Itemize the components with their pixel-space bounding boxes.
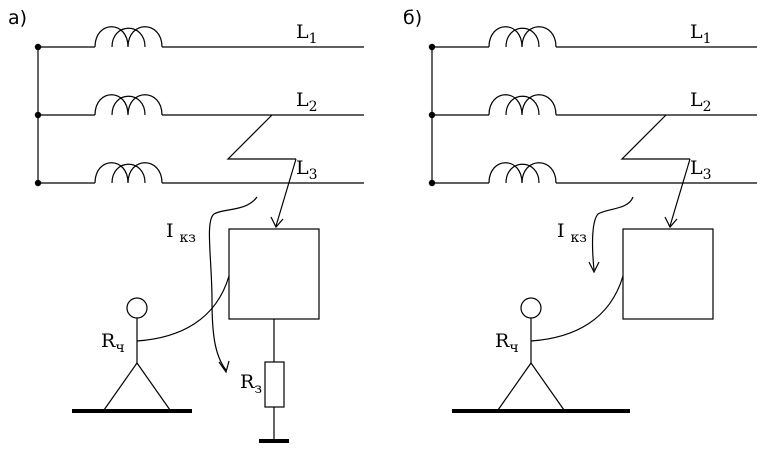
panel-a-line-1-label: L1 <box>296 21 318 47</box>
panel-a-enclosure <box>228 228 320 320</box>
panel-a-ground-resistance-label: Rз <box>240 371 262 397</box>
panel-a-body-resistance-label: Rч <box>101 330 125 356</box>
panel-a-label: а) <box>8 7 27 29</box>
panel-a-phase-line-1 <box>38 26 364 48</box>
panel-a-line-2-label: L2 <box>296 89 318 115</box>
panel-b-line-2-label: L2 <box>690 89 712 115</box>
panel-a-touch-wire <box>136 275 230 342</box>
panel-b-label: б) <box>403 7 422 29</box>
panel-b-fault-zigzag <box>620 114 690 160</box>
panel-b-current-arrowhead <box>588 261 600 274</box>
panel-b-touch-wire <box>530 275 624 342</box>
panel-a-fault-arrow <box>275 158 297 227</box>
panel-a-fault-arrowhead <box>270 216 284 229</box>
panel-b-person-icon <box>497 297 565 411</box>
panel-b-phase-line-1 <box>432 26 757 48</box>
panel-a-current-arrow <box>208 196 258 371</box>
panel-a-ground-resistor <box>264 361 285 408</box>
panel-a-phase-line-2 <box>38 94 364 116</box>
panel-b-phase-line-3 <box>432 162 757 184</box>
panel-a-fault-zigzag <box>226 114 296 160</box>
panel-a: а) L1 L2 L3 <box>8 7 364 443</box>
panel-b-enclosure <box>622 228 714 320</box>
panel-b-body-resistance-label: Rч <box>495 330 519 356</box>
panel-a-person-icon <box>103 297 171 411</box>
panel-b-fault-arrowhead <box>664 216 678 229</box>
panel-a-current-arrowhead <box>218 360 230 374</box>
panel-a-line-3-label: L3 <box>296 157 318 183</box>
panel-b-fault-arrow <box>669 158 691 227</box>
panel-b-current-arrow <box>591 196 634 271</box>
panel-b-line-3-label: L3 <box>690 157 712 183</box>
panel-b-line-1-label: L1 <box>690 21 712 47</box>
panel-a-phase-line-3 <box>38 162 364 184</box>
panel-b-phase-line-2 <box>432 94 757 116</box>
